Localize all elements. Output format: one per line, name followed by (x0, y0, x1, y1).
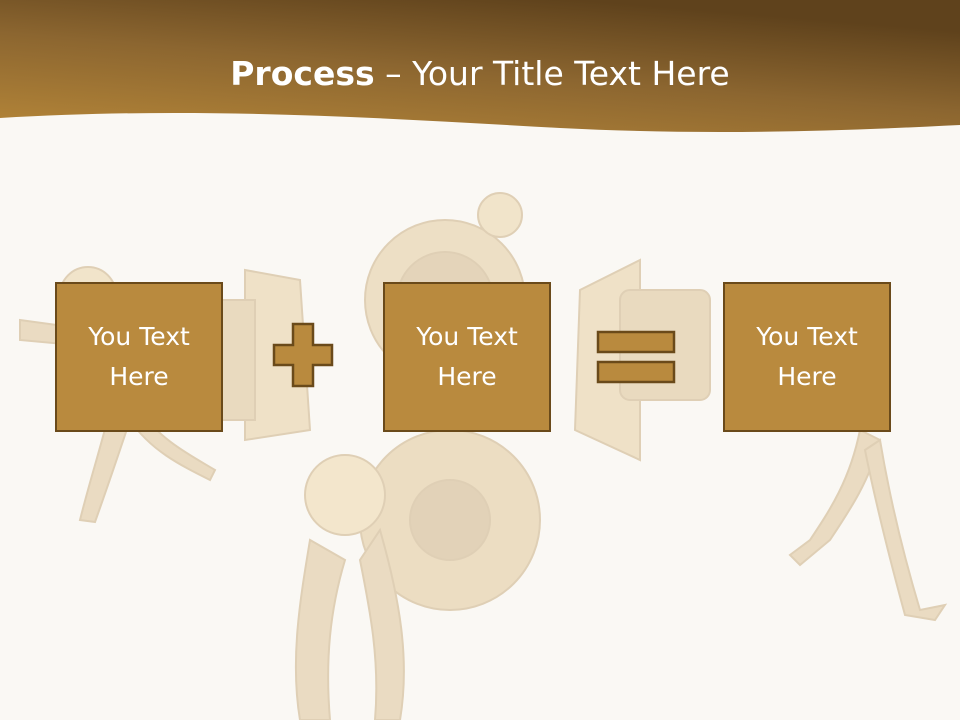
process-box-3[interactable]: You Text Here (723, 282, 891, 432)
title-rest: Your Title Text Here (412, 54, 730, 93)
process-box-2-text: You Text Here (416, 322, 518, 391)
process-box-2[interactable]: You Text Here (383, 282, 551, 432)
process-box-1[interactable]: You Text Here (55, 282, 223, 432)
process-box-3-text: You Text Here (756, 322, 858, 391)
page-title: Process – Your Title Text Here (0, 52, 960, 96)
plus-icon (272, 322, 334, 388)
title-banner (0, 0, 960, 132)
equals-icon (596, 330, 676, 384)
title-separator: – (374, 54, 413, 93)
title-bold: Process (230, 54, 375, 93)
process-box-1-text: You Text Here (88, 322, 190, 391)
